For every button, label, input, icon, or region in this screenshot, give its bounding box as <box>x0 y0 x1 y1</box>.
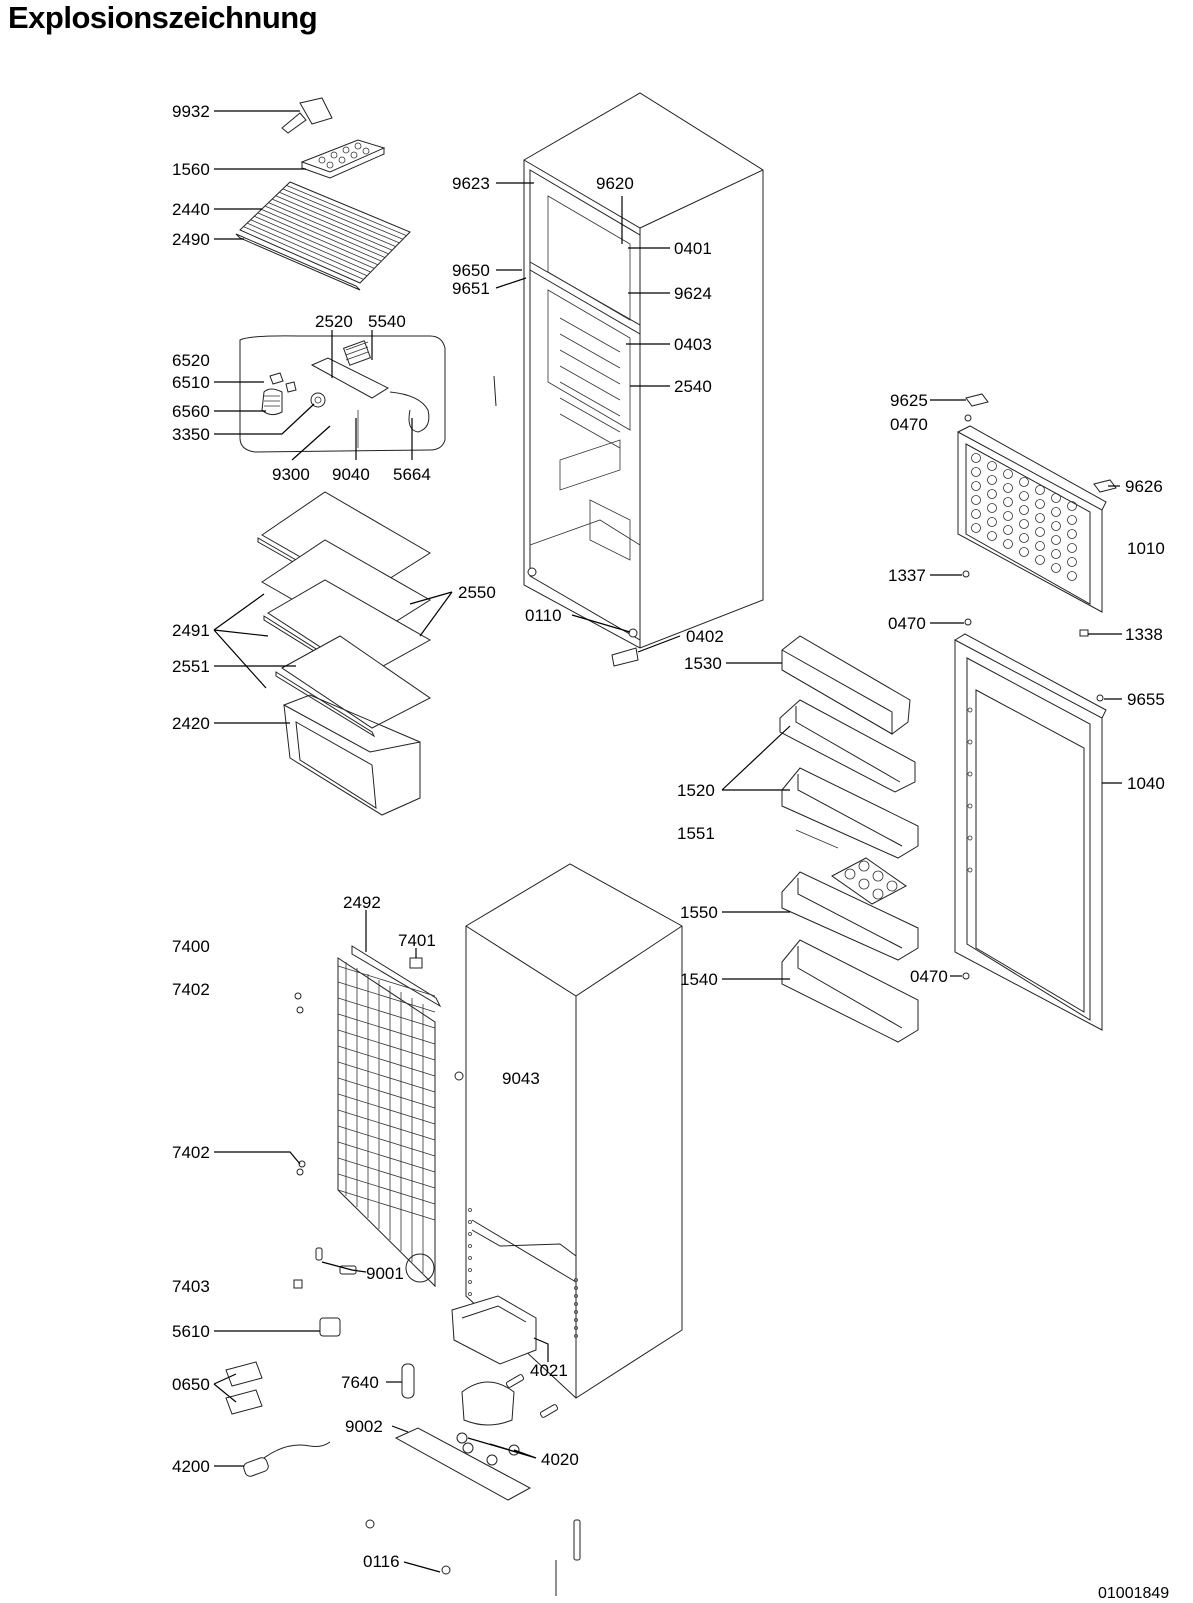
part-label-1520: 1520 <box>677 781 715 800</box>
condenser-part <box>337 945 442 1288</box>
part-label-0650: 0650 <box>172 1375 210 1394</box>
fridge-cabinet-lower <box>454 863 683 1399</box>
part-label-2520: 2520 <box>315 312 353 331</box>
part-label-1540: 1540 <box>680 970 718 989</box>
part-label-4021: 4021 <box>530 1361 568 1380</box>
part-label-1551: 1551 <box>677 824 715 843</box>
small-fasteners <box>294 393 1117 1176</box>
part-label-0401: 0401 <box>674 239 712 258</box>
part-label-0470-mid: 0470 <box>888 614 926 633</box>
part-label-9651: 9651 <box>452 279 490 298</box>
part-label-2492: 2492 <box>343 893 381 912</box>
part-label-2551: 2551 <box>172 657 210 676</box>
part-label-1040: 1040 <box>1127 774 1165 793</box>
part-label-0403: 0403 <box>674 335 712 354</box>
part-label-9624: 9624 <box>674 284 712 303</box>
part-label-9040: 9040 <box>332 465 370 484</box>
part-label-4200: 4200 <box>172 1457 210 1476</box>
fridge-cabinet-upper <box>493 92 764 667</box>
part-label-9625: 9625 <box>890 391 928 410</box>
ice-tray-part <box>300 139 386 179</box>
leader-lines <box>213 110 1122 1573</box>
part-label-0402: 0402 <box>686 627 724 646</box>
part-label-5540: 5540 <box>368 312 406 331</box>
part-label-7400: 7400 <box>172 937 210 956</box>
part-label-1337: 1337 <box>888 566 926 585</box>
wire-shelf-part <box>235 181 411 291</box>
glass-shelves-part <box>257 491 432 738</box>
part-label-9650: 9650 <box>452 261 490 280</box>
part-label-9626: 9626 <box>1125 477 1163 496</box>
part-label-9620: 9620 <box>596 174 634 193</box>
part-label-5610: 5610 <box>172 1322 210 1341</box>
part-label-4020: 4020 <box>541 1450 579 1469</box>
part-label-5664: 5664 <box>393 465 431 484</box>
part-label-7401: 7401 <box>398 931 436 950</box>
part-label-1550: 1550 <box>680 903 718 922</box>
part-label-7402-top: 7402 <box>172 980 210 999</box>
part-label-6510: 6510 <box>172 373 210 392</box>
part-label-6520: 6520 <box>172 351 210 370</box>
part-label-7402-bottom: 7402 <box>172 1143 210 1162</box>
part-label-2440: 2440 <box>172 200 210 219</box>
part-label-1560: 1560 <box>172 160 210 179</box>
crisper-drawer-part <box>283 694 421 816</box>
part-label-7403: 7403 <box>172 1277 210 1296</box>
door-balconies-part <box>779 635 919 1043</box>
part-label-3350: 3350 <box>172 425 210 444</box>
part-label-9001: 9001 <box>366 1264 404 1283</box>
part-label-1338: 1338 <box>1125 625 1163 644</box>
part-label-0116: 0116 <box>363 1552 400 1571</box>
document-number: 01001849 <box>1098 1585 1170 1602</box>
part-label-9932: 9932 <box>172 102 210 121</box>
part-number-labels: 9932 1560 2440 2490 2520 5540 6520 6510 … <box>172 102 1165 1571</box>
thermostat-group <box>239 335 446 453</box>
part-label-2491: 2491 <box>172 621 210 640</box>
part-label-2420: 2420 <box>172 714 210 733</box>
part-label-0470-top: 0470 <box>890 415 928 434</box>
part-label-7640: 7640 <box>341 1373 379 1392</box>
part-label-0470-bottom: 0470 <box>910 967 948 986</box>
part-label-2540: 2540 <box>674 377 712 396</box>
part-label-9655: 9655 <box>1127 690 1165 709</box>
part-label-9043: 9043 <box>502 1069 540 1088</box>
part-label-6560: 6560 <box>172 402 210 421</box>
part-label-9300: 9300 <box>272 465 310 484</box>
part-label-9623: 9623 <box>452 174 490 193</box>
fridge-door-part <box>954 633 1107 1031</box>
part-label-2490: 2490 <box>172 230 210 249</box>
part-label-1010: 1010 <box>1127 539 1165 558</box>
part-label-0110: 0110 <box>525 606 562 625</box>
freezer-door-part <box>957 425 1107 613</box>
part-label-2550: 2550 <box>458 583 496 602</box>
page-title: Explosionszeichnung <box>8 0 318 35</box>
part-label-1530: 1530 <box>684 654 722 673</box>
compressor-area <box>225 1247 581 1596</box>
part-label-9002: 9002 <box>345 1417 383 1436</box>
ice-scraper-part <box>281 97 333 134</box>
